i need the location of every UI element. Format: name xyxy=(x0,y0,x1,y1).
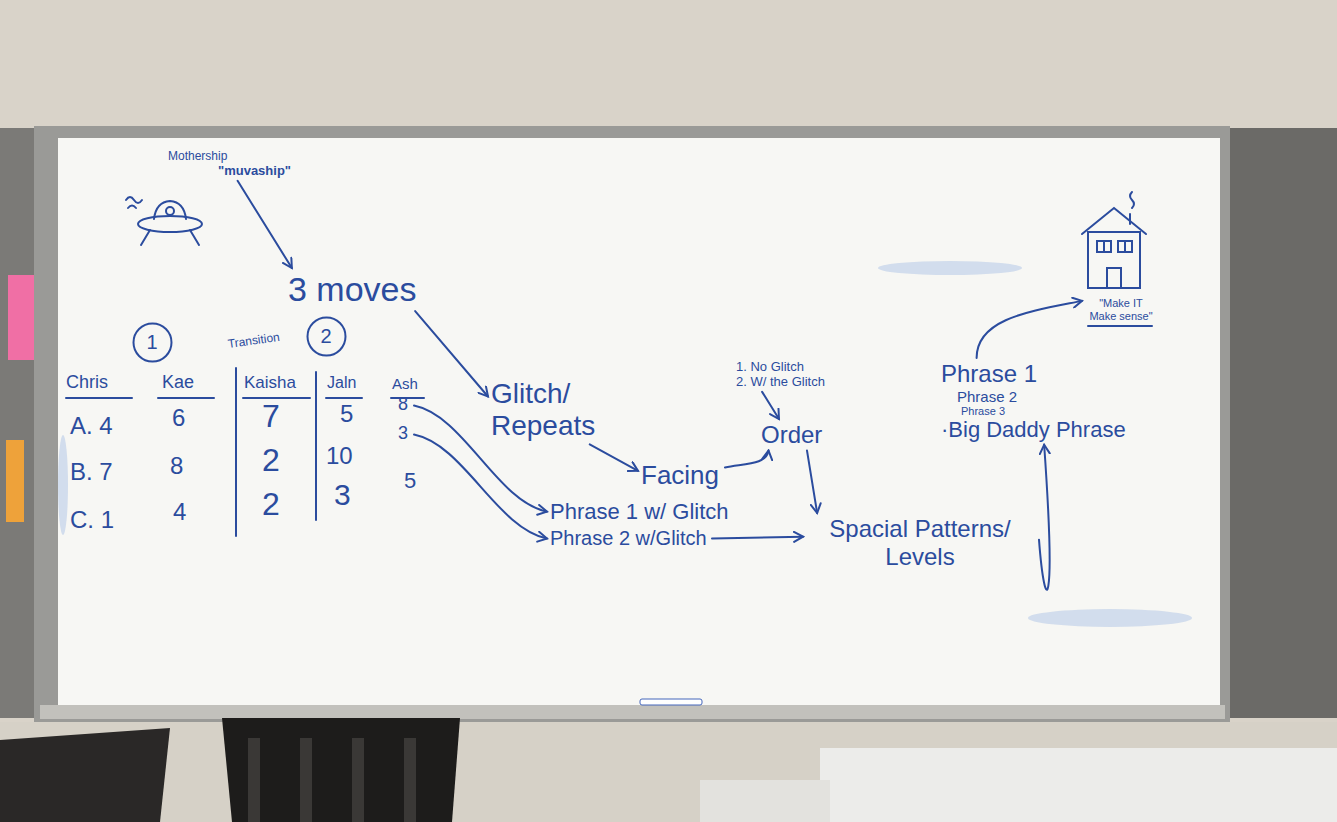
flow-arrow xyxy=(414,435,547,539)
step-note: Order xyxy=(758,419,828,451)
column-header: Ash xyxy=(392,375,418,392)
mothership-note-text: Mothership xyxy=(168,150,294,164)
table-cell: 5 xyxy=(340,400,353,428)
flow-arrow xyxy=(712,537,803,539)
table-cell: 2 xyxy=(262,486,280,523)
flow-arrow xyxy=(238,181,292,268)
flow-arrow xyxy=(807,451,817,513)
table-cell-text: 8 xyxy=(398,394,411,415)
phrase-note: Phrase 1 w/ Glitch xyxy=(547,497,734,526)
flow-arrow xyxy=(762,392,779,419)
table-cell: B. 7 xyxy=(70,458,113,486)
table-cell: 7 xyxy=(262,398,280,435)
step-note-text: Glitch/ Repeats xyxy=(491,378,595,442)
section-circle-text: 1 xyxy=(146,331,157,354)
section-circle: 2 xyxy=(306,316,347,357)
flow-arrow xyxy=(1039,445,1049,590)
goal-note-text: "Make IT Make sense" xyxy=(1085,297,1157,322)
step-note: Glitch/ Repeats xyxy=(488,376,601,444)
order-list-text: 1. No Glitch xyxy=(736,360,827,375)
table-cell: 2 xyxy=(262,442,280,479)
step-note: Facing xyxy=(638,459,725,493)
column-header: Chris xyxy=(66,372,108,393)
phrase-list-text: Phrase 2 xyxy=(957,388,1128,405)
phrase-list-text: Phrase 1 xyxy=(941,360,1128,388)
table-cell: 3 xyxy=(334,478,351,513)
flow-arrow xyxy=(977,301,1082,358)
table-cell: 10 xyxy=(326,442,353,470)
step-note-text: Spacial Patterns/ Levels xyxy=(806,515,1034,570)
flow-arrow xyxy=(725,451,769,468)
phrase-list-text: ·Big Daddy Phrase xyxy=(941,417,1128,442)
moves-heading-text: 3 moves xyxy=(288,270,419,309)
flow-arrow xyxy=(590,444,638,470)
flow-arrow xyxy=(415,311,488,396)
mothership-note-text: "muvaship" xyxy=(218,164,294,179)
step-note: Spacial Patterns/ Levels xyxy=(803,513,1039,572)
goal-note: "Make IT Make sense" xyxy=(1082,295,1162,324)
mothership-note: Mothership"muvaship" xyxy=(165,148,297,181)
phrase-note: Phrase 2 w/Glitch xyxy=(547,525,712,552)
column-header: Kae xyxy=(162,372,194,393)
table-cell: 3 xyxy=(395,421,414,446)
table-cell: 5 xyxy=(404,468,416,493)
column-header: Jaln xyxy=(327,374,356,392)
phrase-list: Phrase 1Phrase 2Phrase 3·Big Daddy Phras… xyxy=(938,358,1131,445)
section-circle-text: 2 xyxy=(320,325,331,348)
table-cell: 6 xyxy=(172,404,185,432)
table-cell: C. 1 xyxy=(70,506,114,534)
table-cell: 8 xyxy=(170,452,183,480)
column-header: Kaisha xyxy=(244,373,296,393)
phrase-note-text: Phrase 2 w/Glitch xyxy=(550,527,709,550)
moves-heading: 3 moves xyxy=(285,268,422,311)
phrase-note-text: Phrase 1 w/ Glitch xyxy=(550,499,731,524)
step-note-text: Order xyxy=(761,421,825,449)
table-cell: 4 xyxy=(173,498,186,526)
table-cell: 8 xyxy=(395,392,414,417)
phrase-list-text: Phrase 3 xyxy=(961,405,1128,418)
order-list-text: 2. W/ the Glitch xyxy=(736,375,827,390)
section-circle: 1 xyxy=(132,322,173,363)
table-cell-text: 3 xyxy=(398,423,411,444)
table-cell: A. 4 xyxy=(70,412,113,440)
step-note-text: Facing xyxy=(641,461,722,491)
order-list: 1. No Glitch2. W/ the Glitch xyxy=(733,358,830,392)
